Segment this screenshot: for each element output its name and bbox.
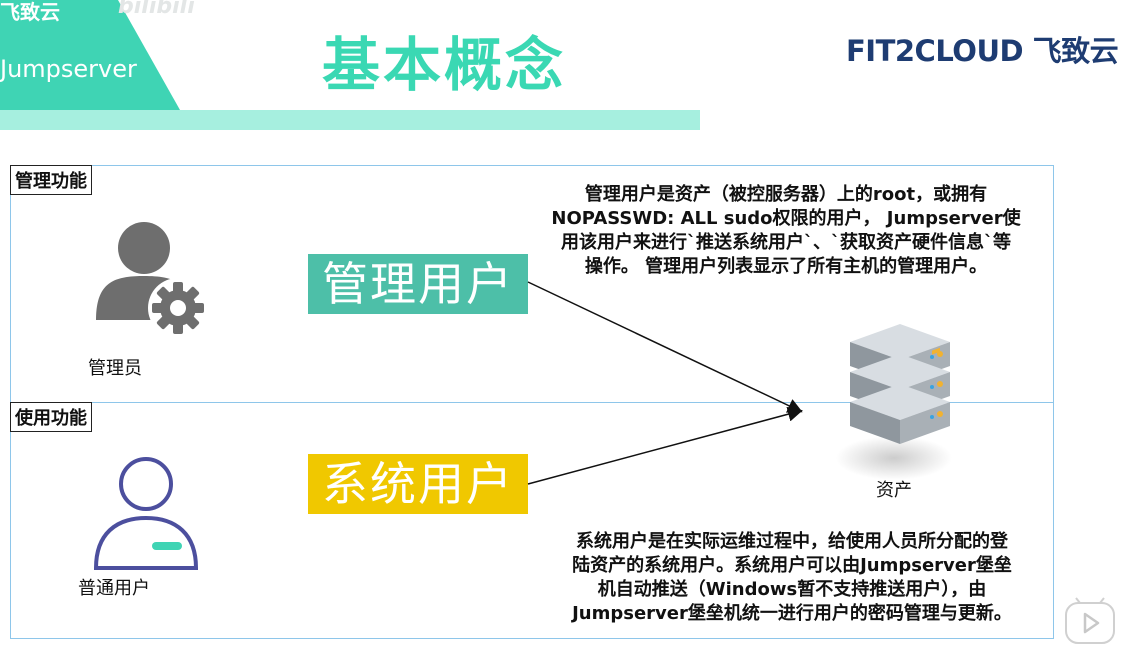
admin-user-box: 管理用户 (308, 254, 528, 314)
play-icon[interactable] (1064, 597, 1116, 645)
admin-to-asset-arrow (527, 281, 803, 413)
bilibili-watermark: bilibili (118, 0, 195, 19)
admin-person-label: 管理员 (88, 358, 142, 379)
admin-desc-line: 管理用户是资产（被控服务器）上的root，或拥有 (584, 184, 988, 205)
user-section-label: 使用功能 (10, 402, 92, 432)
system-desc-line: 系统用户是在实际运维过程中，给使用人员所分配的登 (576, 531, 1008, 552)
admin-section-label: 管理功能 (10, 165, 92, 195)
server-stack-icon (836, 324, 952, 480)
user-outline-icon (93, 457, 199, 570)
user-person-label: 普通用户 (78, 578, 150, 599)
system-desc-line: Jumpserver堡垒机统一进行用户的密码管理与更新。 (572, 603, 1012, 624)
brand-logo: FIT2CLOUD 飞致云 (846, 34, 1119, 68)
admin-desc-line: 用该用户来进行`推送系统用户`、`获取资产硬件信息`等 (561, 232, 1011, 253)
system-desc-line: 陆资产的系统用户。系统用户可以由Jumpserver堡垒 (572, 555, 1012, 576)
system-user-box: 系统用户 (308, 454, 528, 514)
user-section-panel: 使用功能 (10, 402, 1054, 639)
admin-user-description: 管理用户是资产（被控服务器）上的root，或拥有 NOPASSWD: ALL s… (536, 183, 1036, 279)
header-subtitle: Jumpserver (0, 55, 137, 83)
system-desc-line: 机自动推送（Windows暂不支持推送用户），由 (597, 579, 987, 600)
admin-section-panel: 管理功能 (10, 165, 1054, 403)
admin-desc-line: 操作。 管理用户列表显示了所有主机的管理用户。 (584, 256, 988, 277)
system-user-description: 系统用户是在实际运维过程中，给使用人员所分配的登 陆资产的系统用户。系统用户可以… (536, 530, 1048, 626)
admin-user-gear-icon (96, 222, 208, 338)
system-to-asset-arrow (527, 406, 803, 485)
uploader-watermark: 飞致云 (0, 0, 60, 24)
page-title: 基本概念 (322, 31, 567, 99)
asset-label: 资产 (876, 480, 912, 501)
admin-desc-line: NOPASSWD: ALL sudo权限的用户， Jumpserver使 (551, 208, 1021, 229)
header-divider (0, 110, 700, 130)
